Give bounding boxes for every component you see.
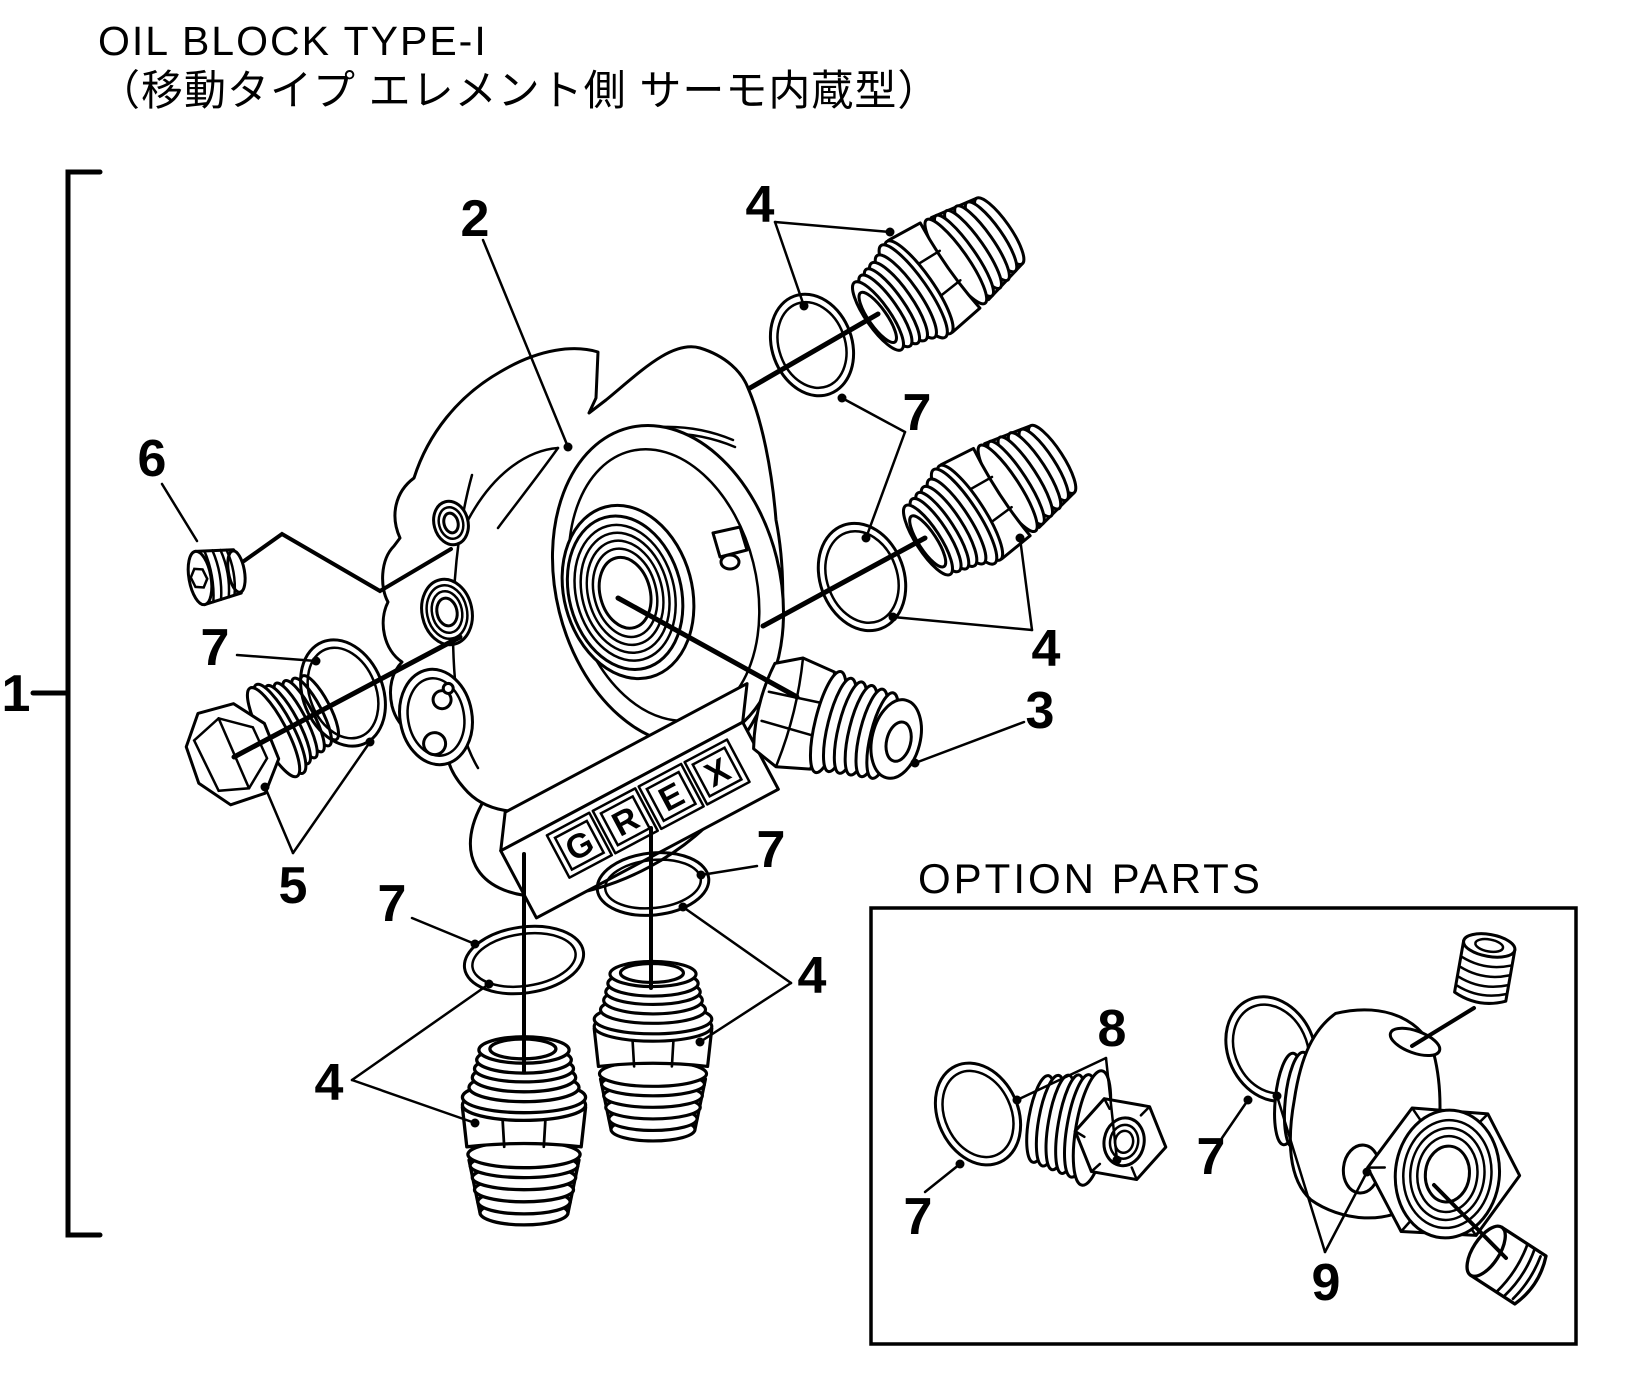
callout-9: 9 bbox=[1312, 1254, 1341, 1312]
callout-4-bottom-right: 4 bbox=[798, 947, 827, 1005]
option-plug-bottom bbox=[1465, 1224, 1548, 1306]
hex-socket bbox=[189, 567, 209, 589]
grex-logo: G R E X bbox=[545, 738, 751, 879]
callout-7-left: 7 bbox=[201, 619, 230, 677]
left-tab-hole bbox=[432, 499, 470, 547]
o-ring-bottom-left bbox=[462, 924, 586, 996]
assembly-bracket bbox=[30, 169, 103, 1238]
option-leader-lines bbox=[923, 1056, 1372, 1254]
callout-labels: 1 2 3 4 4 4 4 5 6 7 7 7 7 bbox=[2, 176, 1061, 1112]
fitting-4-upper bbox=[834, 177, 1042, 371]
page-title-line2: （移動タイプ エレメント側 サーモ内蔵型） bbox=[98, 67, 941, 115]
callout-4-right: 4 bbox=[1032, 620, 1061, 678]
leader-lines bbox=[160, 220, 1034, 1128]
axis-lines bbox=[231, 311, 928, 1074]
plug-5 bbox=[184, 674, 341, 807]
o-ring-upper bbox=[768, 292, 856, 398]
option-parts-box bbox=[869, 906, 1578, 1346]
callout-4-bottom-left: 4 bbox=[315, 1054, 344, 1112]
callout-5: 5 bbox=[279, 857, 308, 915]
callout-8: 8 bbox=[1098, 1000, 1127, 1058]
option-parts-title: OPTION PARTS bbox=[918, 855, 1263, 902]
option-o-ring-left bbox=[933, 1061, 1023, 1167]
fitting-3 bbox=[744, 649, 935, 801]
callout-7-bottom-left: 7 bbox=[378, 875, 407, 933]
callout-3: 3 bbox=[1026, 682, 1055, 740]
face-tab bbox=[711, 525, 749, 559]
option-adapter-9 bbox=[1273, 1008, 1522, 1240]
callout-7-upper-right: 7 bbox=[903, 384, 932, 442]
callout-4-top: 4 bbox=[746, 176, 775, 234]
callout-7-option-left: 7 bbox=[904, 1188, 933, 1246]
callout-7-bottom-right: 7 bbox=[757, 821, 786, 879]
oil-block-body: G R E X bbox=[381, 345, 786, 920]
option-parts-section: OPTION PARTS bbox=[869, 855, 1578, 1346]
callout-2: 2 bbox=[461, 190, 490, 248]
option-insert-plug-top bbox=[1453, 932, 1517, 1005]
bottom-plug-axis-line bbox=[1432, 1183, 1508, 1260]
lower-oval-boss bbox=[398, 667, 474, 767]
page-title: OIL BLOCK TYPE-I （移動タイプ エレメント側 サーモ内蔵型） bbox=[98, 18, 940, 118]
left-threaded-port bbox=[420, 577, 474, 647]
callout-6: 6 bbox=[138, 430, 167, 488]
option-plug-8 bbox=[1025, 1069, 1168, 1187]
insert-axis-line bbox=[1410, 1006, 1476, 1048]
callout-1: 1 bbox=[2, 665, 31, 723]
callout-7-option-right: 7 bbox=[1197, 1128, 1226, 1186]
o-ring-right bbox=[816, 521, 908, 633]
fitting-4-bottom-right bbox=[592, 959, 714, 1143]
plug-6 bbox=[186, 548, 247, 607]
page-title-line1: OIL BLOCK TYPE-I bbox=[98, 18, 488, 64]
